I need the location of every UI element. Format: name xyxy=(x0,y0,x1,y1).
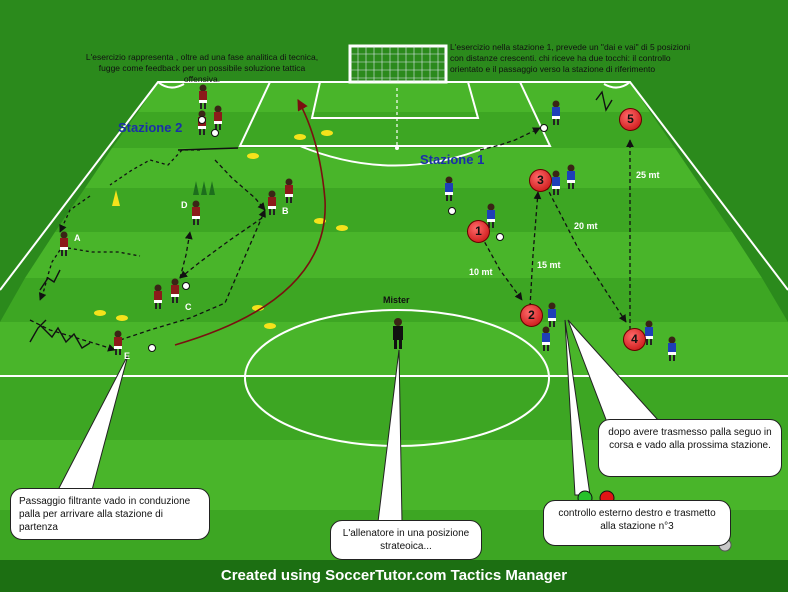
position-marker-1: 1 xyxy=(467,220,490,243)
balls xyxy=(148,116,548,352)
red-player xyxy=(268,190,276,215)
coach-label: Mister xyxy=(383,295,410,305)
station-2-title: Stazione 2 xyxy=(118,120,183,135)
blue-player xyxy=(542,326,550,351)
footer-band xyxy=(0,560,788,592)
blue-player xyxy=(645,320,653,345)
position-marker-5: 5 xyxy=(619,108,642,131)
player-label-e: E xyxy=(124,351,131,361)
bubble-control: controllo esterno destro e trasmetto all… xyxy=(543,500,731,546)
player-label-c: C xyxy=(185,302,192,312)
player-label-a: A xyxy=(74,233,81,243)
blue-player xyxy=(552,170,560,195)
blue-player xyxy=(548,302,556,327)
blue-player xyxy=(487,203,495,228)
goal xyxy=(348,44,448,84)
player-label-b: B xyxy=(282,206,289,216)
red-player xyxy=(214,105,222,130)
bubble-pass: Passaggio filtrante vado in conduzione p… xyxy=(10,488,210,540)
position-marker-3: 3 xyxy=(529,169,552,192)
blue-player xyxy=(567,164,575,189)
blue-player xyxy=(552,100,560,125)
distance-10: 10 mt xyxy=(469,267,493,277)
distance-25: 25 mt xyxy=(636,170,660,180)
bubble-pointers xyxy=(57,319,659,523)
station-1-title: Stazione 1 xyxy=(420,152,485,167)
player-label-d: D xyxy=(181,200,188,210)
red-team xyxy=(60,84,293,355)
penalty-spot xyxy=(395,146,399,150)
red-player xyxy=(114,330,122,355)
red-player xyxy=(154,284,162,309)
red-player xyxy=(199,84,207,109)
blue-team xyxy=(445,100,676,361)
distance-15: 15 mt xyxy=(537,260,561,270)
long-run-arrow xyxy=(174,99,326,346)
footer-credit: Created using SoccerTutor.com Tactics Ma… xyxy=(220,567,568,584)
bubble-coach: L'allenatore in una posizione strateoica… xyxy=(330,520,482,560)
red-player xyxy=(192,200,200,225)
bubble-follow: dopo avere trasmesso palla seguo in cors… xyxy=(598,419,782,477)
position-marker-4: 4 xyxy=(623,328,646,351)
blue-player xyxy=(668,336,676,361)
position-marker-2: 2 xyxy=(520,304,543,327)
dribble-marks xyxy=(29,90,613,349)
station2-paths xyxy=(29,147,266,352)
note-left: L'esercizio rappresenta , oltre ad una f… xyxy=(85,52,319,84)
note-right: L'esercizio nella stazione 1, prevede un… xyxy=(450,42,691,74)
station1-paths xyxy=(477,127,634,330)
red-player xyxy=(171,278,179,303)
red-player xyxy=(285,178,293,203)
blue-player xyxy=(445,176,453,201)
distance-20: 20 mt xyxy=(574,221,598,231)
coach-figure xyxy=(393,318,403,349)
red-player xyxy=(60,231,68,256)
